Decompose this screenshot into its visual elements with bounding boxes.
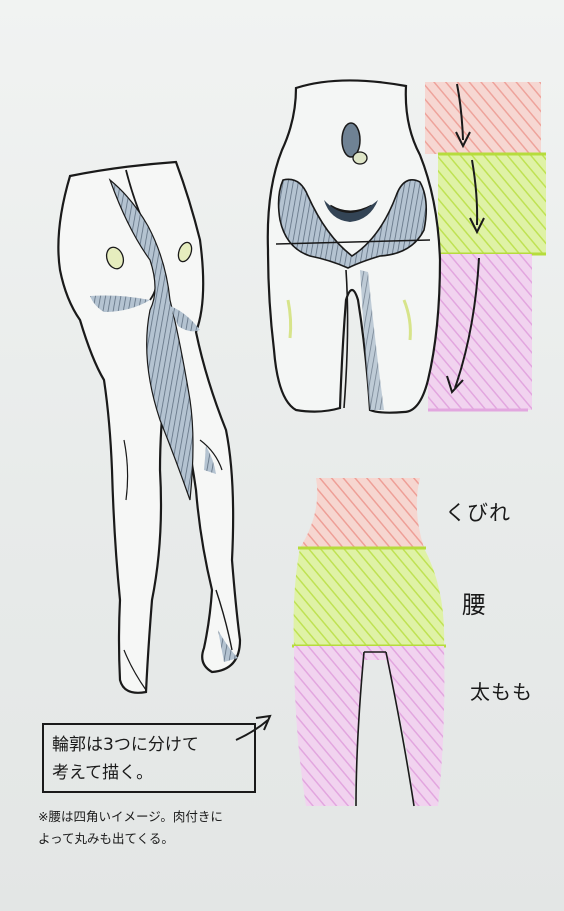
label-kubire: くびれ xyxy=(445,497,511,527)
segmented-silhouette xyxy=(292,478,446,806)
front-hips-figure xyxy=(268,80,440,412)
note-box: 輪郭は3つに分けて 考えて描く。 xyxy=(42,723,256,793)
footnote-line-2: よって丸みも出てくる。 xyxy=(38,828,268,850)
segment-thigh xyxy=(294,646,444,806)
segment-hip xyxy=(294,548,445,646)
note-line-1: 輪郭は3つに分けて xyxy=(52,731,246,759)
back-legs-figure xyxy=(58,162,240,693)
segment-waist xyxy=(300,478,424,548)
color-strip-top xyxy=(425,82,546,410)
strip-waist-section xyxy=(425,82,541,154)
strip-hip-section xyxy=(438,154,546,254)
footnote-line-1: ※腰は四角いイメージ。肉付きに xyxy=(38,806,268,828)
note-line-2: 考えて描く。 xyxy=(52,759,246,787)
strip-thigh-section xyxy=(428,254,532,410)
label-koshi: 腰 xyxy=(462,585,486,620)
label-futomomo: 太もも xyxy=(470,676,533,705)
footnote: ※腰は四角いイメージ。肉付きに よって丸みも出てくる。 xyxy=(38,806,268,850)
